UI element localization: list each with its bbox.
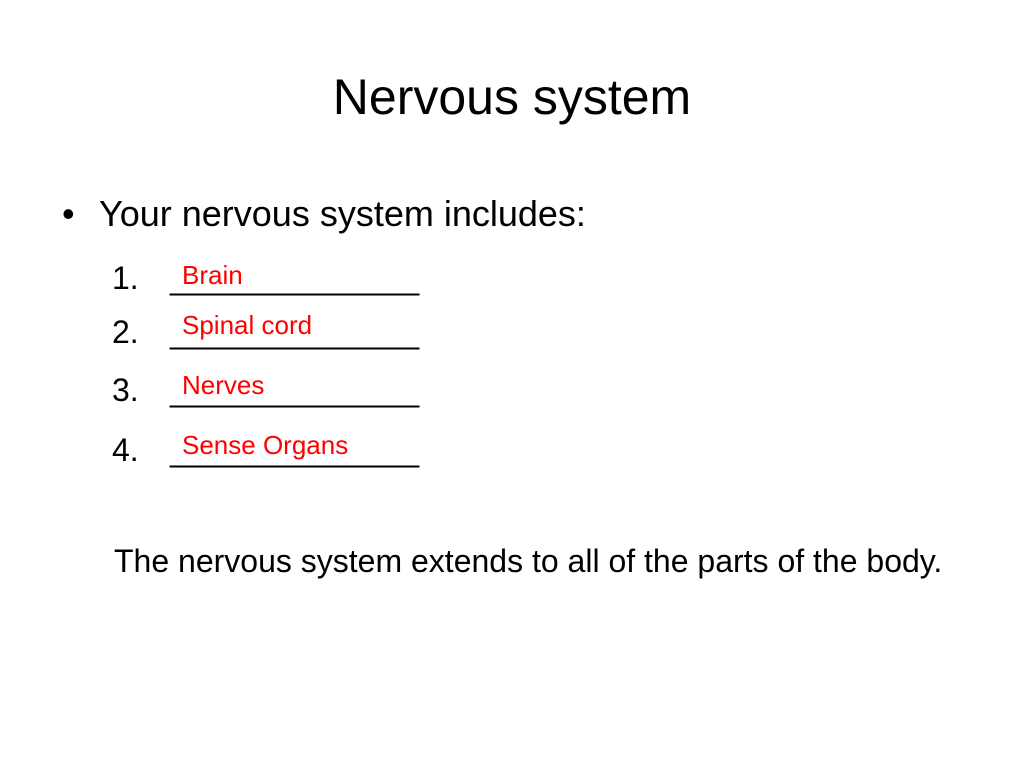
answer-text: Sense Organs: [182, 430, 349, 460]
bullet-text: Your nervous system includes:: [99, 193, 586, 234]
list-item-2: 2. ______________ Spinal cord: [112, 310, 512, 362]
answer-text: Nerves: [182, 370, 265, 400]
list-item-1: 1. ______________ Brain: [112, 258, 512, 308]
bullet-item: • Your nervous system includes:: [62, 190, 586, 238]
list-item-3: 3. ______________ Nerves: [112, 370, 512, 420]
answer-blank: ______________: [170, 432, 420, 468]
slide-title: Nervous system: [332, 69, 692, 125]
list-number: 3.: [112, 372, 139, 408]
list-item-4: 4. ______________ Sense Organs: [112, 430, 512, 480]
answer-blank: ______________: [170, 372, 420, 408]
list-number: 1.: [112, 260, 139, 296]
list-number: 2.: [112, 314, 139, 350]
answer-blank: ______________: [170, 314, 420, 350]
body-paragraph: The nervous system extends to all of the…: [114, 543, 943, 579]
bullet-marker: •: [62, 193, 75, 234]
list-number: 4.: [112, 432, 139, 468]
answer-text: Spinal cord: [182, 310, 313, 340]
answer-text: Brain: [182, 260, 243, 290]
answer-blank: ______________: [170, 260, 420, 296]
